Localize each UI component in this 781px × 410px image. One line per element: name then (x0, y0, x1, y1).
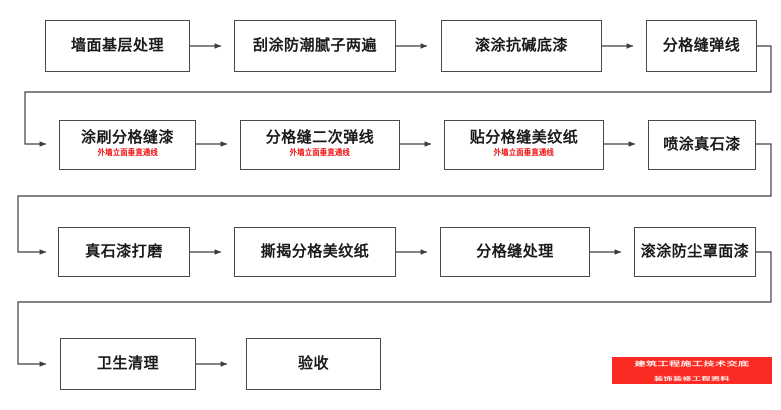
process-node-n11[interactable]: 分格缝处理 (440, 227, 590, 277)
process-node-n6[interactable]: 分格缝二次弹线 外墙立面垂直通线 (240, 120, 400, 170)
node-annotation: 外墙立面垂直通线 (493, 148, 555, 158)
node-label: 分格缝弹线 (662, 37, 741, 55)
node-label: 滚涂防尘罩面漆 (640, 243, 750, 261)
process-node-n10[interactable]: 撕揭分格美纹纸 (234, 227, 396, 277)
node-label: 验收 (297, 355, 329, 373)
node-label: 分格缝处理 (476, 243, 554, 261)
watermark-line-1: 建筑工程施工技术交底 (634, 361, 750, 368)
process-node-n7[interactable]: 贴分格缝美纹纸 外墙立面垂直通线 (444, 120, 604, 170)
node-annotation: 外墙立面垂直通线 (97, 148, 158, 158)
process-node-n3[interactable]: 滚涂抗碱底漆 (441, 20, 602, 72)
node-label: 刮涂防潮腻子两遍 (252, 37, 377, 55)
process-node-n12[interactable]: 滚涂防尘罩面漆 (634, 227, 756, 277)
node-label: 分格缝二次弹线 (265, 129, 375, 147)
node-label: 涂刷分格缝漆 (80, 129, 174, 147)
node-label: 真石漆打磨 (85, 243, 163, 261)
process-node-n1[interactable]: 墙面基层处理 (45, 20, 190, 72)
node-label: 撕揭分格美纹纸 (260, 243, 370, 261)
node-label: 卫生清理 (96, 355, 159, 373)
watermark-banner: 建筑工程施工技术交底 装饰装修工程资料 (612, 357, 772, 384)
node-label: 贴分格缝美纹纸 (469, 129, 579, 147)
process-node-n4[interactable]: 分格缝弹线 (646, 20, 757, 72)
process-node-n8[interactable]: 喷涂真石漆 (648, 120, 756, 170)
process-node-n13[interactable]: 卫生清理 (60, 338, 196, 390)
watermark-line-2: 装饰装修工程资料 (653, 376, 730, 382)
node-label: 滚涂抗碱底漆 (474, 37, 568, 55)
node-annotation: 外墙立面垂直通线 (289, 148, 351, 158)
process-node-n14[interactable]: 验收 (246, 338, 381, 390)
process-node-n5[interactable]: 涂刷分格缝漆 外墙立面垂直通线 (59, 120, 196, 170)
node-label: 墙面基层处理 (70, 37, 164, 55)
process-node-n9[interactable]: 真石漆打磨 (58, 227, 190, 277)
process-node-n2[interactable]: 刮涂防潮腻子两遍 (234, 20, 396, 72)
node-label: 喷涂真石漆 (663, 136, 741, 154)
